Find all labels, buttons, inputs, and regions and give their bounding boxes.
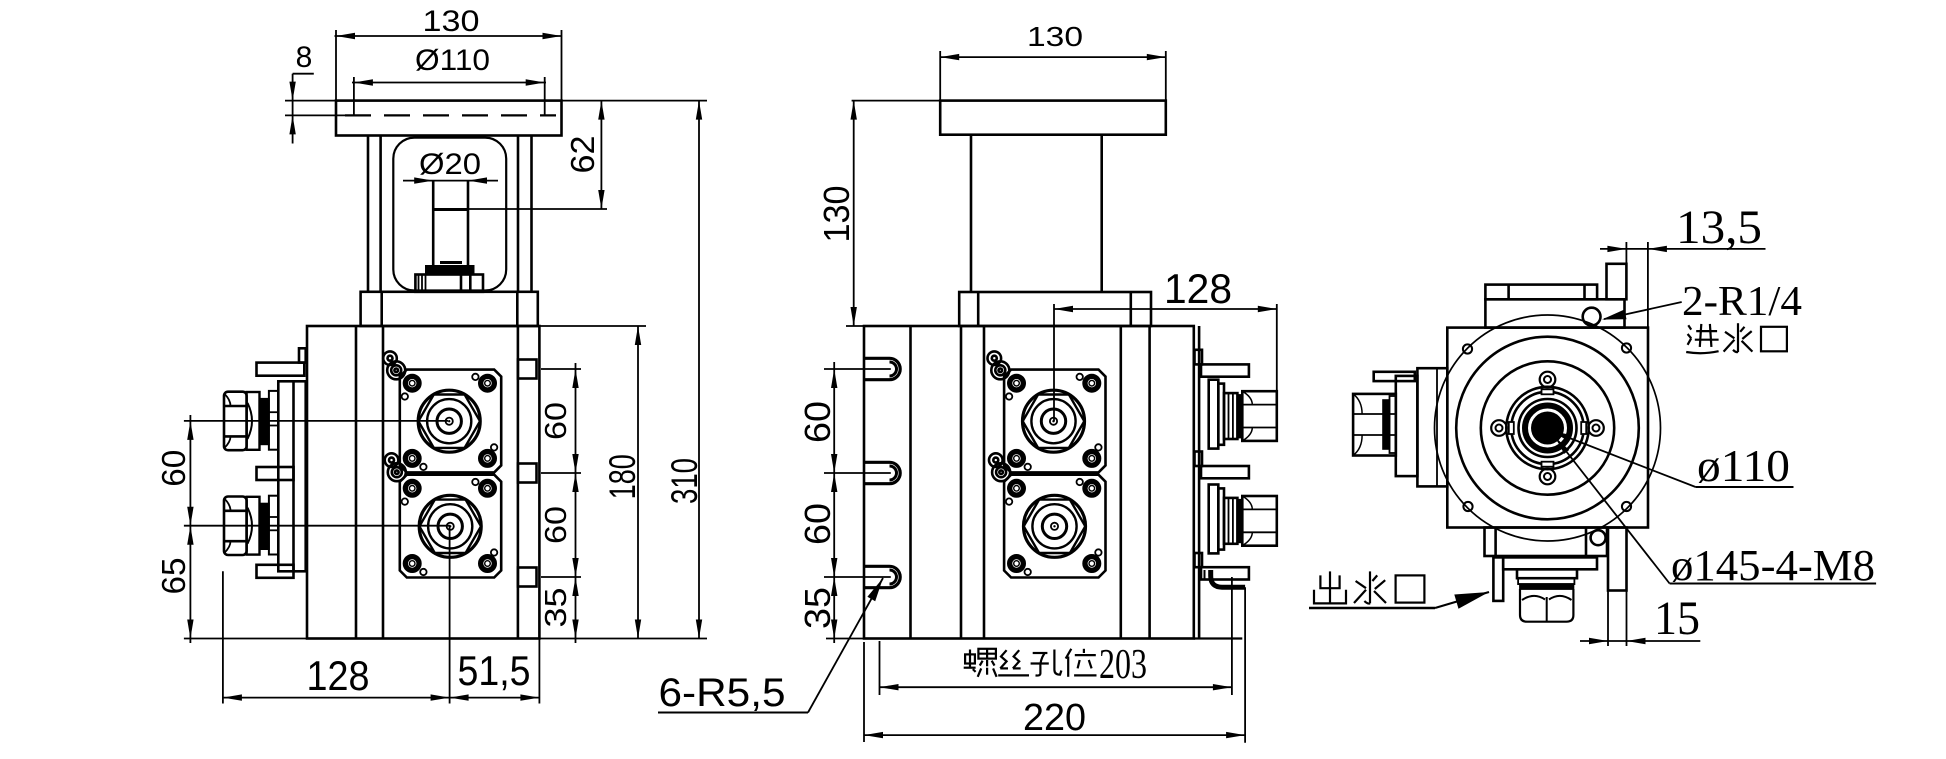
svg-text:203: 203 (1099, 642, 1147, 688)
svg-text:130: 130 (1027, 21, 1083, 52)
svg-text:Ø20: Ø20 (419, 148, 481, 181)
svg-text:62: 62 (564, 136, 601, 174)
svg-text:ø110: ø110 (1697, 440, 1790, 491)
svg-text:ø145-4-M8: ø145-4-M8 (1671, 541, 1875, 590)
svg-text:51,5: 51,5 (458, 647, 531, 694)
svg-text:6-R5,5: 6-R5,5 (659, 671, 786, 715)
svg-text:128: 128 (307, 652, 370, 699)
svg-text:Ø110: Ø110 (415, 44, 490, 77)
svg-text:60: 60 (797, 503, 838, 545)
svg-text:35: 35 (538, 588, 573, 628)
svg-text:65: 65 (155, 558, 192, 595)
svg-text:13,5: 13,5 (1676, 201, 1762, 254)
svg-text:128: 128 (1164, 265, 1232, 312)
svg-text:60: 60 (538, 506, 573, 544)
svg-text:310: 310 (664, 458, 705, 504)
svg-text:130: 130 (816, 186, 857, 243)
svg-text:60: 60 (797, 401, 838, 443)
svg-text:2-R1/4: 2-R1/4 (1682, 279, 1802, 325)
svg-text:220: 220 (1023, 697, 1086, 739)
svg-text:15: 15 (1654, 592, 1700, 645)
svg-text:60: 60 (155, 450, 192, 487)
svg-text:180: 180 (602, 454, 643, 499)
svg-text:60: 60 (538, 402, 573, 440)
svg-text:35: 35 (797, 587, 838, 629)
svg-text:8: 8 (296, 41, 313, 74)
svg-text:130: 130 (423, 5, 480, 38)
